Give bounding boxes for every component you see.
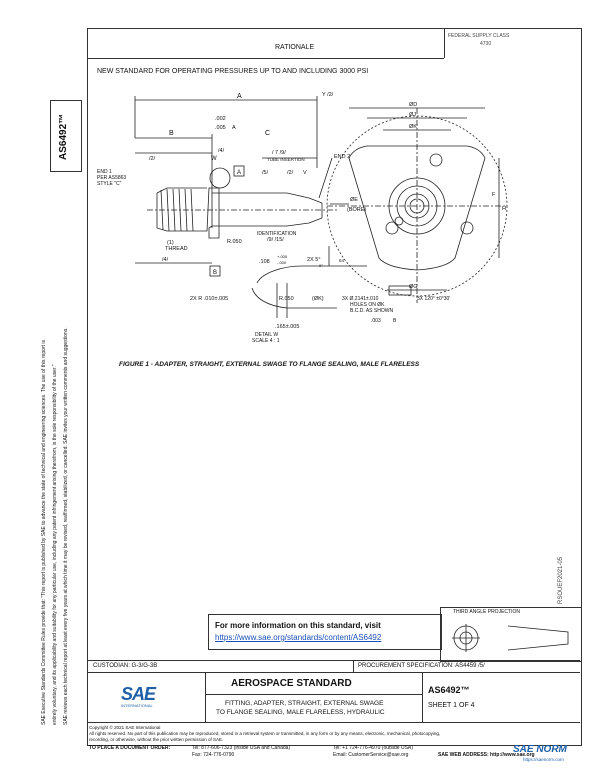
identification: IDENTIFICATION — [257, 231, 297, 237]
dim-a: A — [237, 93, 242, 100]
thread-num: (1) — [167, 240, 174, 246]
holes-tol: .003 — [371, 318, 381, 324]
dim-h: H — [502, 206, 506, 212]
note-2v: /2/ — [287, 170, 294, 176]
legal-line-1: SAE Executive Standards Committee Rules … — [41, 340, 47, 725]
tol-2: .005 — [215, 125, 226, 131]
bore-dia: ØE — [350, 197, 358, 203]
info-link[interactable]: https://www.sae.org/standards/content/AS… — [215, 633, 382, 642]
tel-2: Tel: +1 724-776-4970 (outside USA) — [333, 745, 413, 751]
datum-b: B — [213, 270, 217, 276]
r010: 2X R .010±.005 — [190, 296, 228, 302]
end-2: END 2 — [334, 154, 350, 160]
watermark-brand: SAE NORM — [513, 744, 567, 755]
rationale-title: RATIONALE — [275, 44, 315, 51]
standard-heading: AEROSPACE STANDARD — [231, 678, 352, 689]
projection-box — [440, 607, 582, 662]
angle-tol: 0° — [319, 263, 323, 268]
note-4b: /4/ — [162, 257, 169, 263]
procurement: PROCUREMENT SPECIFICATION: AS4459 /5/ — [358, 663, 485, 669]
sae-logo: SAE INTERNATIONAL — [121, 684, 165, 710]
r050b: R.050 — [279, 296, 294, 302]
dim-f: F — [492, 192, 496, 198]
thk-tol-up: +.005 — [277, 254, 288, 259]
end-1-per: PER AS5863 — [97, 175, 126, 181]
figure-caption: FIGURE 1 - ADAPTER, STRAIGHT, EXTERNAL S… — [119, 361, 420, 368]
point-64: 64 — [339, 258, 345, 263]
projection-symbol — [452, 624, 569, 652]
tube-insertion: TUBE INSERTION — [267, 157, 305, 162]
tel-1: Tel: 877-606-7323 (inside USA and Canada… — [192, 745, 291, 751]
dim-c: C — [265, 130, 270, 137]
scale: SCALE 4 : 1 — [252, 338, 280, 344]
side-doc-box — [50, 100, 82, 172]
thread-label: THREAD — [165, 246, 188, 252]
tol-2-ref: A — [232, 125, 236, 131]
legal-line-2: entirely voluntary, and its applicabilit… — [52, 364, 58, 725]
side-code: RSOUEF2021-05 — [558, 556, 564, 604]
dia-d: ØD — [409, 102, 417, 108]
sheet-number: SHEET 1 OF 4 — [428, 702, 475, 709]
rights-1: All rights reserved. No part of this pub… — [89, 731, 441, 736]
dia-k: ØK — [409, 124, 417, 130]
fsc-label: FEDERAL SUPPLY CLASS — [448, 33, 510, 39]
web-address[interactable]: SAE WEB ADDRESS: http://www.sae.org — [438, 752, 535, 758]
end-1: END 1 — [97, 169, 112, 175]
note-2: /2/ — [149, 156, 156, 162]
note-5: /5/ — [262, 170, 269, 176]
order-label: TO PLACE A DOCUMENT ORDER: — [89, 745, 171, 751]
holes-3: B.C.D. AS SHOWN — [350, 308, 393, 314]
holes-1: 3X Ø.2141±.010 — [342, 296, 379, 302]
tol-1: .002 — [215, 116, 226, 122]
k-ref: (ØK) — [312, 296, 324, 302]
technical-drawing: A Y /2/ B C .002 .005 A /2/ /4/ W A / 7 … — [97, 92, 508, 344]
sae-logo-text: SAE — [121, 684, 156, 704]
custodian: CUSTODIAN: G-3/G-3B — [93, 663, 158, 669]
note-4: /4/ — [218, 148, 225, 154]
title-line-1: FITTING, ADAPTER, STRAIGHT, EXTERNAL SWA… — [225, 700, 384, 707]
tube-ins-val: / 7 /9/ — [272, 150, 286, 156]
watermark-url: https://saenorm.com — [523, 757, 564, 762]
rights-2: recording, or otherwise, without the pri… — [89, 737, 224, 742]
thk-tol-dn: -.000 — [277, 260, 287, 265]
doc-number: AS6492™ — [428, 685, 470, 695]
dim-165: .165±.005 — [275, 324, 299, 330]
legal-line-3: SAE reviews each technical report at lea… — [63, 327, 69, 725]
dia-g: ØG — [409, 284, 418, 290]
side-doc-number: AS6492™ — [58, 113, 69, 160]
title-line-2: TO FLANGE SEALING, MALE FLARELESS, HYDRA… — [216, 709, 385, 716]
spacing: 3X 120° ±0°30' — [417, 296, 450, 302]
datum-a: A — [237, 170, 241, 176]
detail-w: DETAIL W — [255, 332, 278, 338]
info-box: For more information on this standard, v… — [208, 614, 442, 650]
holes-2: HOLES ON ØK — [350, 302, 385, 308]
angle: 2X 5° — [307, 257, 321, 263]
bore-label: (BORE) — [347, 207, 366, 213]
holes-tol-ref: B — [393, 318, 397, 324]
ident-ref: /9/ /15/ — [267, 237, 284, 243]
dim-w: W — [211, 156, 217, 162]
sae-logo-sub: INTERNATIONAL — [121, 703, 153, 708]
dim-b: B — [169, 130, 174, 137]
copyright: Copyright © 2021 SAE International — [89, 725, 161, 730]
fsc-value: 4730 — [480, 41, 492, 47]
projection-label: THIRD ANGLE PROJECTION — [453, 609, 520, 615]
end-1-style: STYLE "C" — [97, 181, 122, 187]
fax: Fax: 724-776-0790 — [192, 752, 235, 758]
email: Email: CustomerService@sae.org — [333, 752, 409, 758]
page-border — [87, 28, 582, 746]
dia-j: ØJ — [409, 112, 416, 118]
info-text: For more information on this standard, v… — [215, 621, 381, 630]
r050: R.050 — [227, 239, 242, 245]
dim-v: V — [303, 170, 307, 176]
rationale-text: NEW STANDARD FOR OPERATING PRESSURES UP … — [97, 68, 369, 75]
dim-y2: Y /2/ — [322, 92, 334, 98]
thk: .108 — [259, 259, 270, 265]
